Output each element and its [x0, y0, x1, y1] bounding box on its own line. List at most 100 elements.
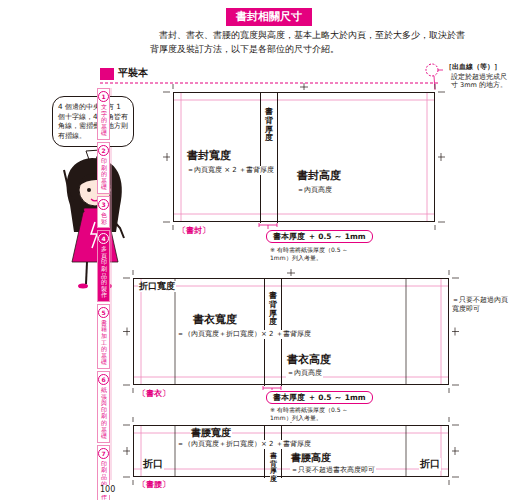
corner-mark [133, 417, 134, 422]
bleed-line [141, 278, 142, 385]
corner-mark [449, 270, 450, 275]
bleed-line [181, 92, 182, 222]
dimension-bracket [277, 223, 278, 227]
corner-mark [452, 385, 459, 386]
corner-mark [133, 388, 134, 393]
spine-band-text: 書背厚度 [270, 452, 277, 485]
callout-circle [426, 64, 438, 76]
cover-sheet-text: 書封寬度 [186, 149, 232, 163]
spine-band-text: 書背厚度 [269, 291, 277, 328]
corner-mark [123, 385, 130, 386]
footnote: ※ 有時需將紙張厚度（0.5 ～ 1mm）列入考量。 [270, 406, 360, 422]
corner-mark [435, 225, 436, 230]
chapter-name: 書籍加工的基礎 [101, 320, 107, 366]
spine-band: 書背厚度 [264, 426, 282, 478]
figure-caption: 〔書衣〕 [138, 389, 170, 399]
corner-mark [123, 477, 130, 478]
corner-mark [438, 92, 445, 93]
belly-band-text: ＝（內頁寬度＋折口寬度）× 2 ＋書背厚度 [176, 440, 312, 449]
belly-band-text: 書腰高度 [290, 452, 332, 465]
cover-sheet-text: 書封高度 [296, 169, 342, 183]
center-mark [123, 451, 130, 452]
corner-mark [452, 477, 459, 478]
cover-sheet-text: ＝內頁寬度 × 2 ＋書背厚度 [186, 166, 275, 175]
center-mark [304, 83, 305, 90]
chapter-name: 印刷的基礎 [101, 158, 107, 191]
center-mark [291, 269, 292, 276]
dimension-bracket [268, 225, 269, 229]
girl-figure [64, 158, 124, 289]
cover-sheet-text: ＝內頁高度 [296, 186, 333, 195]
speech-bubble: 4 個邊的中央各有 1 個十字線，4 個角皆有角線，需摺疊的地方則有摺線。 [52, 96, 134, 147]
chapter-number: 1 [98, 91, 109, 102]
chapter-name: 文字的基礎 [101, 104, 107, 137]
chapter-number: 4 [98, 233, 109, 244]
jacket-sheet-text: 書衣寬度 [192, 313, 238, 327]
corner-mark [173, 225, 174, 230]
figure-caption: 〔書腰〕 [138, 480, 170, 490]
center-mark [123, 331, 130, 332]
heading-marker [100, 68, 114, 80]
heading-rule [100, 83, 440, 84]
belly-band-text: ＝只要不超過書衣高度即可 [290, 466, 376, 475]
fold-line [406, 425, 407, 477]
thickness-box-text: 書本厚度 ＋ 0.5 ～ 1mm [273, 232, 366, 241]
thickness-box-text: 書本厚度 ＋ 0.5 ～ 1mm [273, 393, 366, 402]
corner-mark [452, 278, 459, 279]
figure-caption: 〔書封〕 [178, 226, 210, 236]
dimension-bracket [259, 223, 260, 227]
spine-band-text: 書背厚度 [265, 107, 273, 144]
fold-line [406, 278, 407, 385]
dimension-bracket [272, 388, 273, 390]
bleed-line [441, 278, 442, 385]
bleed-line [133, 433, 449, 434]
belly-band-text: 書腰寬度 [190, 427, 232, 440]
fold-line [175, 425, 176, 477]
page-number: 100 [100, 485, 115, 495]
section-heading: 平裝本 [118, 66, 148, 79]
chapter-tab: 1 文字的基礎 [97, 88, 110, 140]
bleed-line [173, 100, 435, 101]
footnote: ※ 有時需將紙張厚度（0.5 ～ 1mm）列入考量。 [270, 246, 360, 262]
corner-mark [449, 388, 450, 393]
belly-band: 書腰寬度＝（內頁寬度＋折口寬度）× 2 ＋書背厚度折口 書腰高度＝只要不超過書衣高… [133, 425, 449, 477]
belly-band-text: 折口 [142, 458, 164, 471]
callout-title: ［出血線（等）］ [445, 63, 501, 72]
cover-sheet: 書封寬度 ＝內頁寬度 × 2 ＋書背厚度 書封高度 ＝內頁高度 書背厚度 [173, 92, 435, 222]
corner-mark [123, 425, 130, 426]
speech-bubble-text: 4 個邊的中央各有 1 個十字線，4 個角皆有角線，需摺疊的地方則有摺線。 [58, 102, 128, 141]
jacket-sheet: 折口寬度書衣寬度＝（內頁寬度＋折口寬度）× 2 ＋書背厚度書衣高度＝內頁高度書背… [133, 278, 449, 385]
spine-band: 書背厚度 [260, 93, 278, 223]
dimension-note: ＝只要不超過內頁寬度即可 [452, 296, 514, 314]
callout-note: 設定於超過完成尺寸 3mm 的地方。 [451, 73, 513, 90]
corner-mark [133, 480, 134, 485]
corner-mark [452, 425, 459, 426]
corner-mark [435, 84, 436, 89]
chapter-name: 色彩 [101, 212, 107, 225]
chapter-name: 多頁印刷品的製作 [101, 246, 107, 299]
intro-paragraph: 書封、書衣、書腰的寬度與高度，基本上略大於內頁，至於大多少，取決於書背厚度及裝訂… [150, 29, 472, 57]
corner-mark [449, 417, 450, 422]
corner-mark [133, 270, 134, 275]
corner-mark [123, 278, 130, 279]
chapter-tab: 3色彩 [97, 196, 110, 228]
center-mark [452, 451, 459, 452]
leader-line [434, 76, 435, 90]
jacket-sheet-text: 折口寬度 [138, 281, 176, 292]
corner-mark [163, 92, 170, 93]
chapter-tab: 2 印刷的基礎 [97, 142, 110, 194]
corner-mark [449, 480, 450, 485]
chapter-tab: 6 紙張與印刷的基礎 [97, 371, 110, 443]
leader-line [438, 70, 443, 71]
title-band-text: 書封相關尺寸 [236, 10, 302, 24]
chapter-number: 2 [98, 145, 109, 156]
center-mark [438, 157, 445, 158]
bleed-line [133, 286, 449, 287]
corner-mark [438, 222, 445, 223]
chapter-name: 紙張與印刷的基礎 [101, 387, 107, 440]
chapter-number: 5 [98, 307, 109, 318]
jacket-sheet-text: ＝內頁高度 [286, 369, 323, 378]
chapter-number: 6 [98, 374, 109, 385]
chapter-tab: 5 書籍加工的基礎 [97, 304, 110, 369]
corner-mark [163, 222, 170, 223]
